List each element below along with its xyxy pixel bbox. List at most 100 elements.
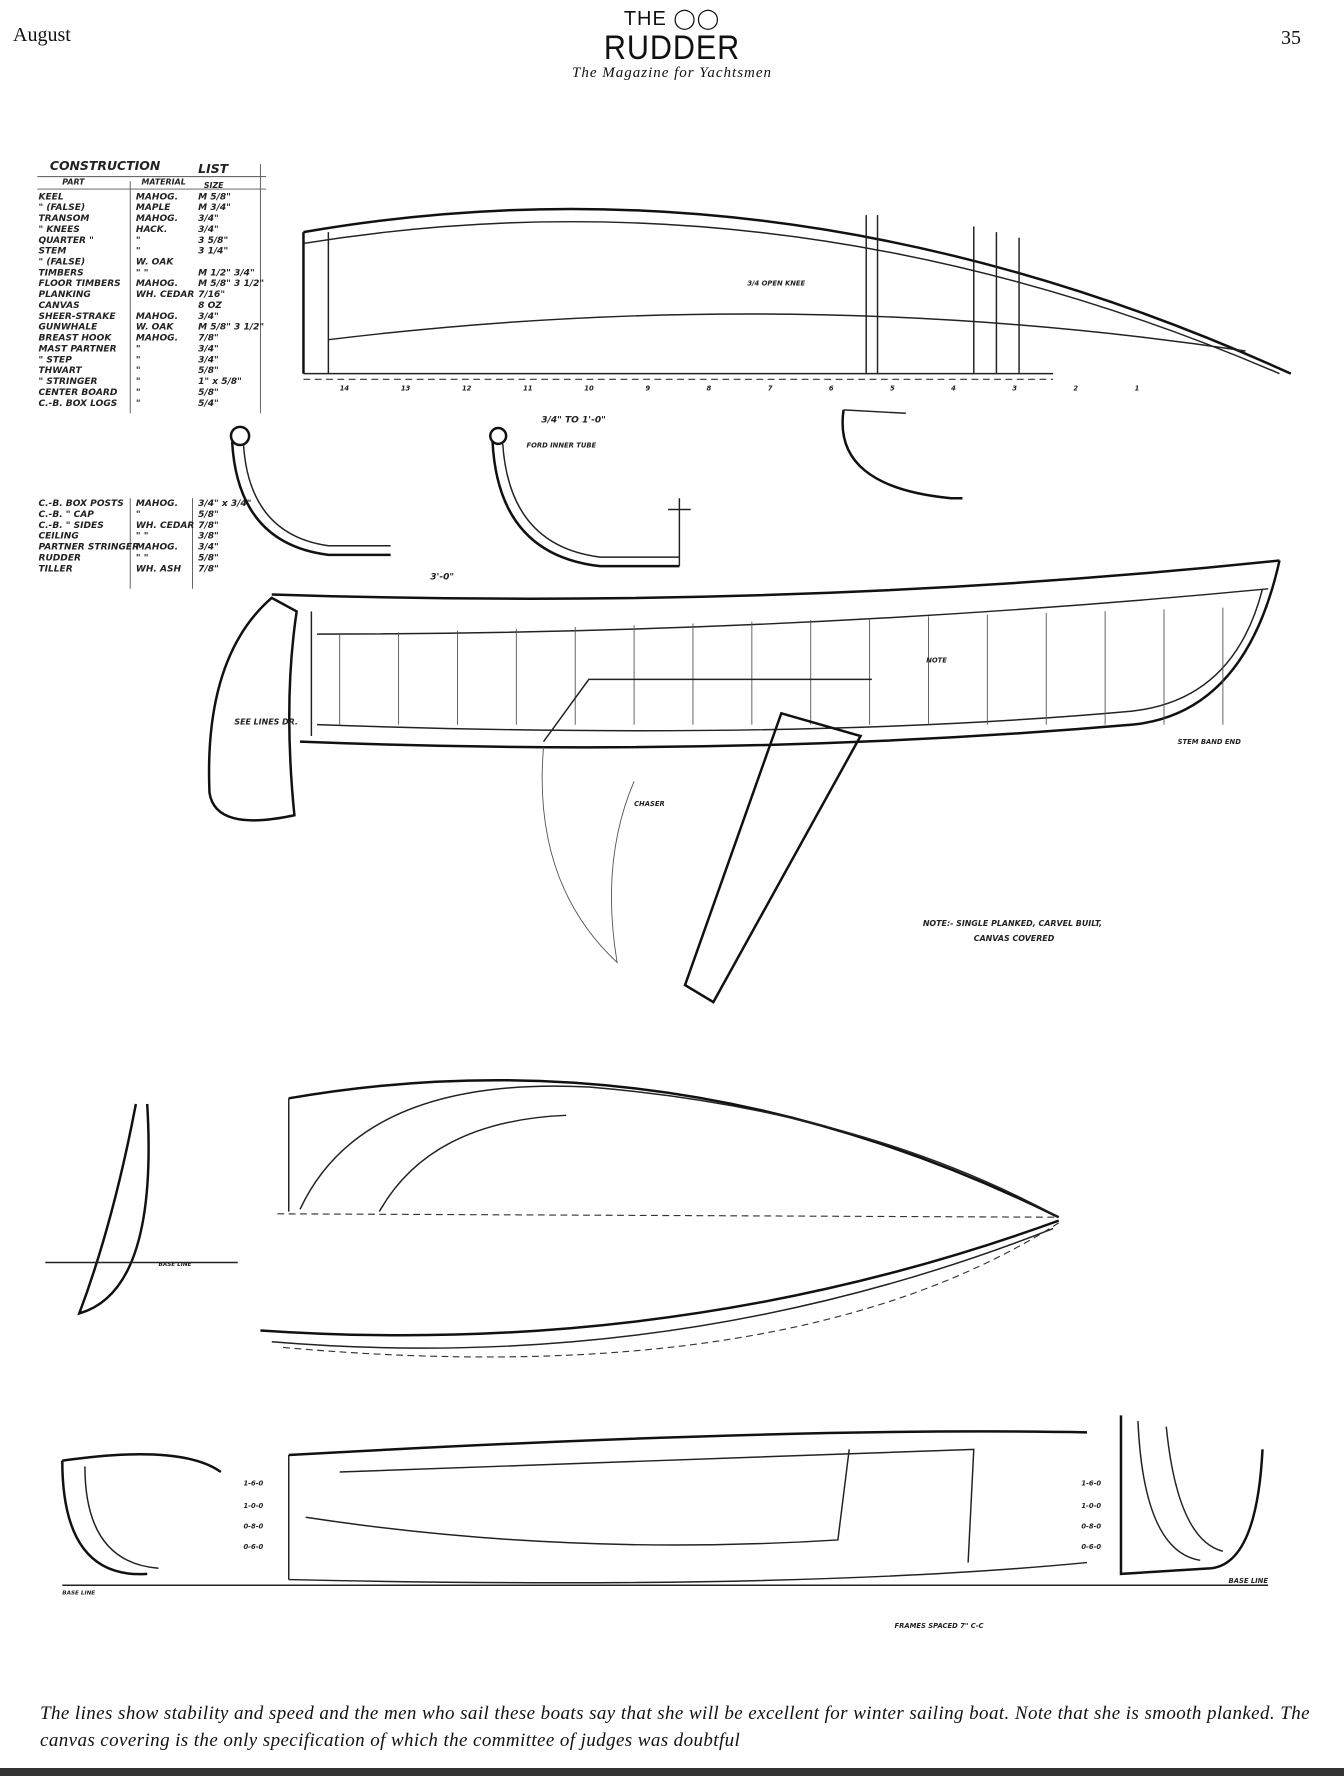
row-part: CANVAS: [38, 301, 80, 311]
row-part: STEM: [38, 247, 66, 257]
row-size: M 3/4": [198, 203, 231, 213]
station-number: 13: [401, 385, 411, 393]
col-part: PART: [62, 178, 85, 187]
page-number: 35: [1281, 27, 1301, 49]
length-label: 3'-0": [430, 573, 454, 583]
row-size: 3/4": [198, 312, 219, 322]
month-label: August: [13, 24, 71, 46]
caption-text: The lines show stability and speed and t…: [40, 1703, 1310, 1751]
wl-label: 1-0-0: [243, 1502, 263, 1510]
row-size: 3/8": [198, 532, 219, 542]
row-material: HACK.: [136, 225, 167, 235]
col-size: SIZE: [204, 181, 224, 190]
row-size: 7/8": [198, 564, 219, 574]
masthead-the: THE ◯◯: [0, 6, 1344, 31]
row-part: C.-B. " SIDES: [38, 521, 104, 531]
row-part: TILLER: [38, 564, 72, 574]
wl-label: 1-6-0: [1081, 1480, 1101, 1488]
row-size: 3/4": [198, 225, 219, 235]
row-material: ": [136, 355, 141, 365]
row-material: WH. CEDAR: [136, 521, 194, 531]
row-part: QUARTER ": [38, 236, 93, 246]
row-size: 5/8": [198, 388, 219, 398]
row-size: M 1/2" 3/4": [198, 268, 255, 278]
row-size: 5/8": [198, 366, 219, 376]
list-title: LIST: [198, 161, 230, 176]
row-size: 5/4": [198, 399, 219, 409]
masthead-ornament-icon: ◯◯: [673, 8, 721, 30]
row-material: ": [136, 247, 141, 257]
frames-spaced-label: FRAMES SPACED 7" C-C: [895, 1622, 984, 1630]
row-size: M 5/8" 3 1/2": [198, 279, 264, 289]
row-material: ": [136, 377, 141, 387]
wl-label: 0-8-0: [1081, 1523, 1101, 1531]
station-number: 11: [523, 385, 532, 393]
row-material: " ": [136, 268, 149, 278]
row-material: ": [136, 236, 141, 246]
station-number: 14: [340, 385, 350, 393]
row-size: 1" x 5/8": [198, 377, 242, 387]
row-material: MAHOG.: [136, 279, 178, 289]
row-part: SHEER-STRAKE: [38, 312, 116, 322]
row-material: ": [136, 344, 141, 354]
row-part: " (FALSE): [38, 203, 85, 213]
station-number: 2: [1073, 385, 1078, 393]
row-material: MAHOG.: [136, 334, 178, 344]
see-lines-label: SEE LINES DR.: [234, 718, 298, 727]
row-size: 3/4" x 3/4": [198, 499, 251, 509]
row-material: MAHOG.: [136, 543, 178, 553]
station-number: 8: [707, 385, 712, 393]
row-part: KEEL: [38, 192, 63, 202]
row-material: W. OAK: [136, 323, 174, 333]
row-size: 7/8": [198, 334, 219, 344]
station-number: 9: [645, 385, 650, 393]
section-views: [229, 409, 963, 568]
row-size: 5/8": [198, 510, 219, 520]
wl-label: 0-6-0: [1081, 1543, 1101, 1551]
row-part: MAST PARTNER: [38, 344, 116, 354]
row-size: 3/4": [198, 543, 219, 553]
row-size: 8 OZ: [198, 301, 222, 311]
row-part: CEILING: [38, 532, 79, 542]
row-part: RUDDER: [38, 553, 81, 563]
wl-label: 1-0-0: [1081, 1502, 1101, 1510]
row-size: 3/4": [198, 344, 219, 354]
row-size: 3/4": [198, 214, 219, 224]
row-size: 7/16": [198, 290, 225, 300]
row-part: PLANKING: [38, 290, 91, 300]
construction-title: CONSTRUCTION: [50, 158, 161, 173]
row-material: " ": [136, 553, 149, 563]
row-material: ": [136, 388, 141, 398]
row-material: " ": [136, 532, 149, 542]
row-material: MAHOG.: [136, 499, 178, 509]
scale-label: 3/4" TO 1'-0": [541, 415, 606, 425]
row-material: MAPLE: [136, 203, 171, 213]
masthead-subtitle: The Magazine for Yachtsmen: [571, 65, 773, 81]
row-material: ": [136, 510, 141, 520]
row-part: PARTNER STRINGER: [38, 543, 139, 553]
row-size: 5/8": [198, 553, 219, 563]
bottom-bar: [0, 1768, 1344, 1776]
middle-profile-view: SEE LINES DR. CHASER 3'-0" NOTE STEM BAN…: [207, 559, 1281, 1004]
station-number: 10: [584, 385, 594, 393]
chaser-label: CHASER: [634, 800, 665, 808]
note-text-2: CANVAS COVERED: [974, 934, 1055, 943]
station-number: 5: [890, 385, 895, 393]
row-part: C.-B. BOX POSTS: [38, 499, 124, 509]
base-line-label-3: BASE LINE: [1229, 1577, 1269, 1585]
row-size: M 5/8" 3 1/2": [198, 323, 264, 333]
note-ref-label: NOTE: [926, 656, 947, 664]
base-line-label-2: BASE LINE: [62, 1590, 95, 1596]
row-part: THWART: [38, 366, 82, 376]
row-part: " STEP: [38, 355, 72, 365]
row-part: BREAST HOOK: [38, 334, 112, 344]
station-number: 3: [1012, 385, 1017, 393]
note-text: NOTE:- SINGLE PLANKED, CARVEL BUILT,: [923, 919, 1102, 928]
station-number: 1: [1135, 385, 1140, 393]
row-size: 3 5/8": [198, 236, 228, 246]
row-part: GUNWHALE: [38, 323, 98, 333]
row-size: 7/8": [198, 521, 219, 531]
masthead-title: RUDDER: [603, 29, 741, 67]
construction-list-table: CONSTRUCTION LIST PART MATERIAL SIZE KEE…: [37, 158, 267, 589]
